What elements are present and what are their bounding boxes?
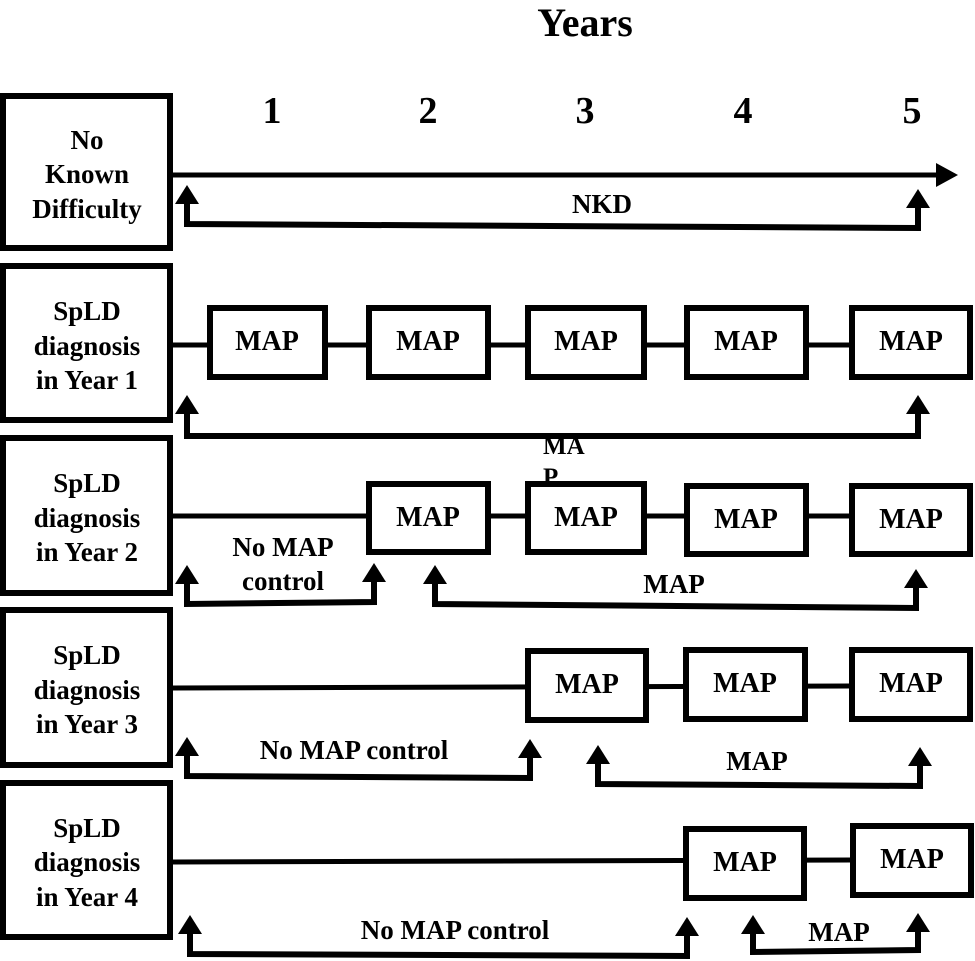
row-label-line: Known (45, 159, 129, 189)
stray-text: MA (543, 433, 585, 460)
span-label: MAP (643, 569, 704, 599)
arrow-head-up-icon (906, 913, 930, 932)
span-label: NKD (572, 189, 632, 219)
map-box-label: MAP (713, 668, 777, 699)
row-spld-year-1: SpLD diagnosis in Year 1 MAP MAP MAP MAP… (0, 263, 973, 439)
span-bracket (184, 202, 921, 232)
arrow-head-up-icon (423, 565, 447, 584)
span-label: No MAP control (361, 915, 550, 945)
map-box (525, 648, 649, 723)
span-label: control (242, 566, 324, 596)
map-box (683, 826, 807, 901)
span-label: MAP (808, 917, 869, 947)
arrow-head-up-icon (175, 395, 199, 414)
row-label-line: Difficulty (32, 194, 142, 224)
arrow-head-right-icon (936, 163, 958, 187)
map-box-label: MAP (396, 502, 460, 533)
row-label-line: in Year 1 (36, 365, 138, 395)
arrow-head-up-icon (178, 915, 202, 934)
map-box-label: MAP (555, 669, 619, 700)
arrow-head-up-icon (586, 745, 610, 764)
row-label-line: in Year 4 (36, 882, 138, 912)
arrow-head-up-icon (906, 395, 930, 414)
arrow-head-up-icon (741, 915, 765, 934)
year-label-5: 5 (903, 90, 922, 132)
year-label-2: 2 (419, 90, 438, 132)
map-box (684, 483, 809, 557)
span-label: MAP (726, 746, 787, 776)
map-box-label: MAP (879, 504, 943, 535)
span-bracket (184, 754, 533, 782)
arrow-head-up-icon (362, 563, 386, 582)
row-label-line: No (71, 125, 104, 155)
year-label-3: 3 (576, 90, 595, 132)
span-label: No MAP control (260, 735, 449, 765)
row-spld-year-3: SpLD diagnosis in Year 3 MAP MAP MAP No … (0, 607, 973, 790)
row-label-line: diagnosis (34, 847, 141, 877)
map-box (684, 305, 809, 380)
arrow-head-up-icon (908, 747, 932, 766)
row-label-line: SpLD (53, 813, 121, 843)
map-box (525, 481, 647, 555)
map-box-label: MAP (554, 326, 618, 357)
map-box (525, 305, 647, 380)
span-bracket (184, 412, 921, 439)
arrow-head-up-icon (175, 185, 199, 204)
row-label-line: SpLD (53, 468, 121, 498)
map-box (366, 305, 491, 380)
span-bracket (750, 930, 921, 956)
span-bracket (187, 932, 690, 960)
row-spld-year-4: SpLD diagnosis in Year 4 MAP MAP No MAP … (0, 780, 974, 960)
map-box-label: MAP (554, 502, 618, 533)
map-box (849, 305, 973, 380)
row-label-line: diagnosis (34, 675, 141, 705)
row-label-line: SpLD (53, 640, 121, 670)
map-box (207, 305, 328, 380)
map-box-label: MAP (879, 326, 943, 357)
span-label: No MAP (232, 532, 333, 562)
diagram-title: Years (537, 0, 633, 45)
map-box-label: MAP (235, 326, 299, 357)
map-box (366, 481, 491, 555)
map-box (850, 823, 974, 898)
row-label-line: in Year 3 (36, 709, 138, 739)
arrow-head-up-icon (175, 737, 199, 756)
arrow-head-up-icon (175, 565, 199, 584)
row-label-line: diagnosis (34, 331, 141, 361)
map-box-label: MAP (879, 668, 943, 699)
year-axis: 1 2 3 4 5 (263, 90, 922, 132)
row-spld-year-2: SpLD diagnosis in Year 2 MA P MAP MAP MA… (0, 433, 973, 612)
row-label-box (0, 263, 173, 423)
map-box-label: MAP (714, 504, 778, 535)
row-label-line: diagnosis (34, 503, 141, 533)
year-label-1: 1 (263, 90, 282, 132)
map-box (683, 647, 808, 722)
row-label-box (0, 435, 173, 596)
arrow-head-up-icon (675, 917, 699, 936)
span-bracket (595, 762, 923, 790)
year-label-4: 4 (734, 90, 753, 132)
row-label-line: in Year 2 (36, 537, 138, 567)
arrow-head-up-icon (906, 189, 930, 208)
row-label-line: SpLD (53, 296, 121, 326)
span-bracket (184, 580, 377, 608)
map-box-label: MAP (396, 326, 460, 357)
map-box (849, 483, 973, 557)
span-bracket (432, 582, 919, 612)
row-label-box (0, 93, 173, 251)
row-label-box (0, 780, 173, 940)
row-label-box (0, 607, 173, 768)
arrow-head-up-icon (904, 569, 928, 588)
map-box (849, 647, 973, 722)
map-box-label: MAP (713, 847, 777, 878)
map-box-label: MAP (714, 326, 778, 357)
map-box-label: MAP (880, 844, 944, 875)
arrow-head-up-icon (518, 739, 542, 758)
row-no-known-difficulty: No Known Difficulty NKD (0, 93, 958, 251)
